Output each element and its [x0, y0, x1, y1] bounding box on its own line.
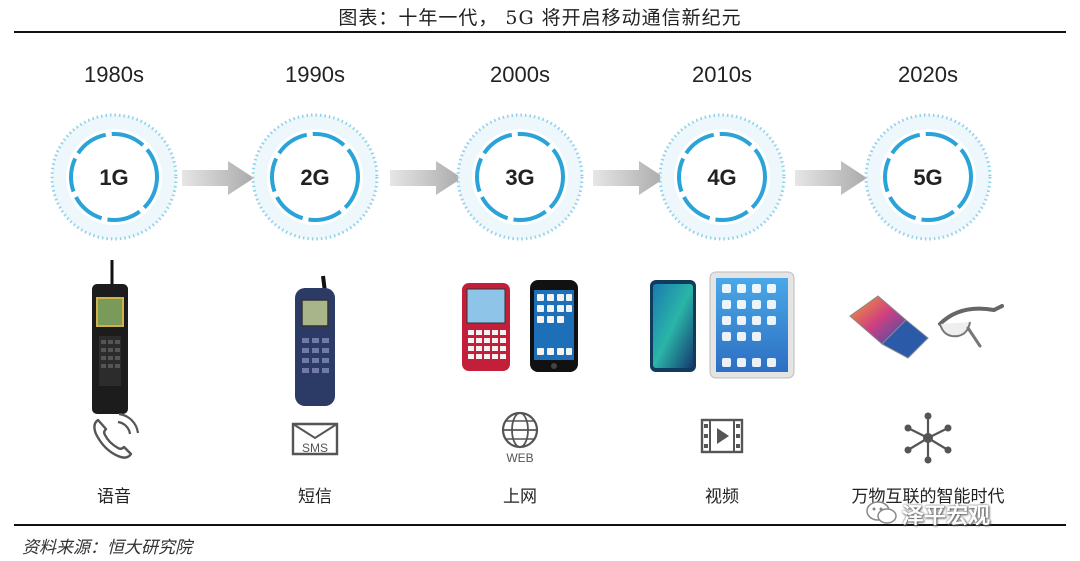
- generation-5g: 2020s 5G 万物互联的智能时代: [828, 40, 1028, 520]
- gen-badge: 5G: [864, 113, 992, 241]
- gen-label: 3G: [505, 165, 534, 190]
- top-rule: [14, 31, 1066, 33]
- gen-badge: 1G: [50, 113, 178, 241]
- arrow-right-icon: [593, 161, 665, 195]
- source-note: 资料来源：恒大研究院: [22, 538, 192, 558]
- decade-label: 2000s: [490, 62, 550, 87]
- wechat-icon: [866, 501, 897, 524]
- gen-badge: 3G: [456, 113, 584, 241]
- feature-label: 上网: [503, 487, 537, 507]
- gen-label: 4G: [707, 165, 736, 190]
- brick-phone-image: [92, 260, 128, 414]
- gen-badge: 4G: [658, 113, 786, 241]
- gen-label: 5G: [913, 165, 942, 190]
- arrow-right-icon: [390, 161, 462, 195]
- smartphone-and-tablet-image: [650, 271, 795, 379]
- decade-label: 1980s: [84, 62, 144, 87]
- decade-label: 2010s: [692, 62, 752, 87]
- web-text: WEB: [506, 451, 533, 465]
- arrow-right-icon: [795, 161, 867, 195]
- sms-text: SMS: [302, 441, 328, 455]
- generation-2g: 1990s 2G SMS 短信: [215, 40, 415, 520]
- generation-3g: 2000s 3G WEB 上网: [420, 40, 620, 520]
- decade-label: 1990s: [285, 62, 345, 87]
- sms-icon: SMS: [291, 422, 339, 456]
- video-film-icon: [700, 418, 744, 454]
- feature-label: 语音: [97, 487, 131, 507]
- bottom-rule: [14, 524, 1066, 526]
- feature-label: 视频: [705, 487, 739, 507]
- generation-4g: 2010s 4G 视频: [622, 40, 822, 520]
- web-globe-icon: WEB: [501, 411, 539, 465]
- figure-title: 图表：十年一代， 5G 将开启移动通信新纪元: [338, 7, 742, 29]
- foldable-phone-and-smart-glasses-image: [849, 295, 1004, 359]
- generation-1g: 1980s 1G 语音: [14, 40, 214, 520]
- gen-label: 2G: [300, 165, 329, 190]
- qwerty-phone-and-smartphone-image: [462, 280, 578, 372]
- feature-label: 短信: [298, 487, 332, 507]
- gen-label: 1G: [99, 165, 128, 190]
- feature-phone-image: [295, 275, 335, 406]
- watermark: 泽平宏观: [902, 504, 991, 529]
- decade-label: 2020s: [898, 62, 958, 87]
- gen-badge: 2G: [251, 113, 379, 241]
- arrow-right-icon: [182, 161, 254, 195]
- phone-call-icon: [93, 412, 140, 459]
- network-hub-icon: [904, 412, 952, 464]
- feature-label: 万物互联的智能时代: [851, 487, 1005, 507]
